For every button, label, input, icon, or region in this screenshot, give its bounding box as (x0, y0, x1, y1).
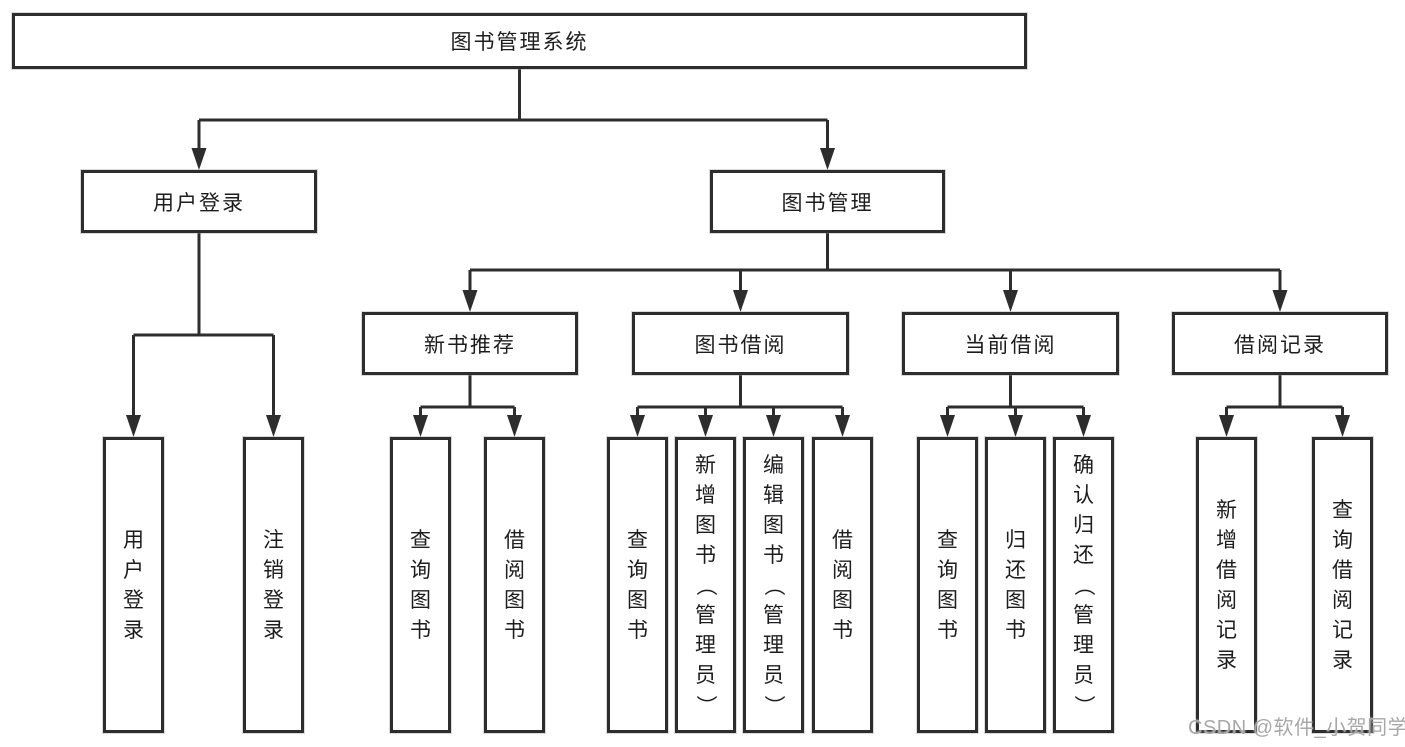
leaf-borrow-books-recommend: 借阅图书 (484, 437, 545, 733)
leaf-add-borrow-record: 新增借阅记录 (1196, 437, 1257, 733)
leaf-add-book-admin: 新增图书（管理员） (675, 437, 736, 733)
leaf-confirm-return-admin: 确认归还（管理员） (1053, 437, 1114, 733)
leaf-query-books-borrowing: 查询图书 (607, 437, 668, 733)
leaf-user-login: 用户登录 (103, 437, 164, 733)
leaf-query-books-recommend: 查询图书 (390, 437, 451, 733)
node-user-login: 用户登录 (81, 170, 317, 233)
node-new-book-recommendation: 新书推荐 (362, 312, 578, 375)
node-current-borrowing: 当前借阅 (902, 312, 1119, 375)
csdn-watermark: CSDN @软件_小贺同学 (1188, 717, 1405, 739)
leaf-return-book: 归还图书 (985, 437, 1046, 733)
node-book-management: 图书管理 (710, 170, 945, 233)
leaf-logout: 注销登录 (243, 437, 304, 733)
node-book-borrowing: 图书借阅 (632, 312, 849, 375)
leaf-edit-book-admin: 编辑图书（管理员） (743, 437, 804, 733)
leaf-borrow-books-borrowing: 借阅图书 (812, 437, 873, 733)
node-book-management-system: 图书管理系统 (12, 13, 1027, 69)
leaf-query-books-current: 查询图书 (917, 437, 978, 733)
leaf-query-borrow-record: 查询借阅记录 (1312, 437, 1373, 733)
node-borrowing-records: 借阅记录 (1172, 312, 1388, 375)
